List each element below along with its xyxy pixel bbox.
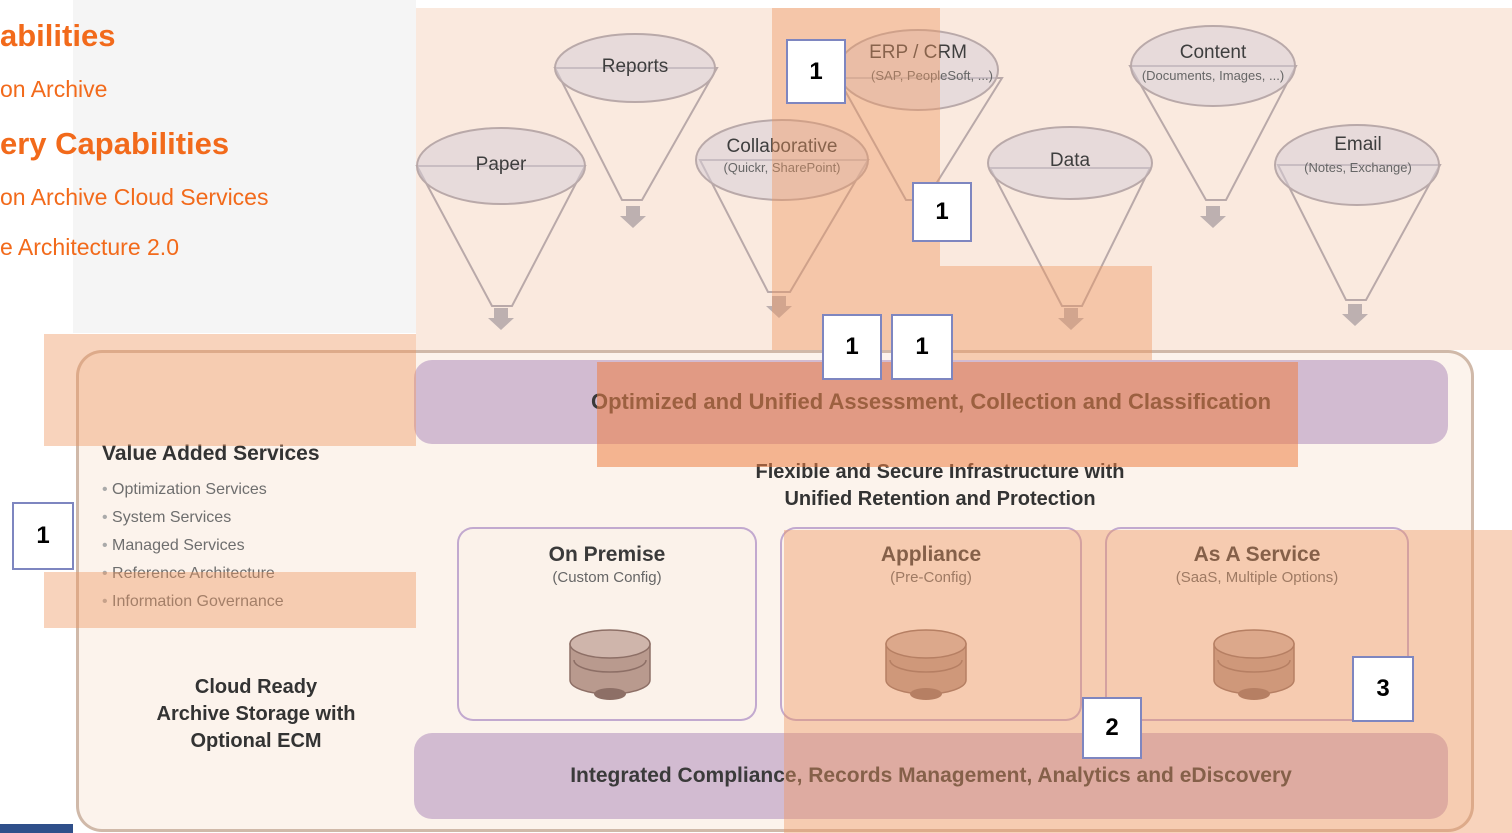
cloud-ready-line-1: Cloud Ready [194, 676, 318, 698]
list-item: Optimization Services [102, 476, 284, 504]
deployment-subtitle: (Pre-Config) [890, 569, 972, 586]
left-panel [73, 0, 416, 333]
deployment-title: As A Service [1193, 543, 1321, 566]
source-data: Data [1049, 150, 1091, 171]
cloud-ready-label: Cloud Ready Archive Storage with Optiona… [96, 674, 416, 755]
infrastructure-title: Flexible and Secure Infrastructure with … [560, 459, 1320, 513]
source-erp-crm: ERP / CRM [869, 42, 967, 63]
database-icon [569, 629, 651, 700]
deployment-title: On Premise [548, 543, 666, 566]
menu-item-capabilities[interactable]: abilities [0, 18, 116, 53]
source-erp-crm-sub: (SAP, PeopleSoft, ...) [871, 68, 993, 83]
deployment-subtitle: (SaaS, Multiple Options) [1175, 569, 1339, 586]
deployment-title: Appliance [880, 543, 982, 566]
menu-item-architecture[interactable]: e Architecture 2.0 [0, 234, 179, 260]
source-content: Content [1179, 42, 1247, 63]
source-email-sub: (Notes, Exchange) [1304, 160, 1412, 175]
infrastructure-line-2: Unified Retention and Protection [784, 488, 1096, 510]
value-added-title: Value Added Services [102, 442, 320, 465]
source-collaborative-sub: (Quickr, SharePoint) [723, 160, 841, 175]
database-icon [1213, 629, 1295, 700]
marker-badge[interactable]: 2 [1082, 697, 1142, 759]
marker-badge[interactable]: 3 [1352, 656, 1414, 722]
source-content-sub: (Documents, Images, ...) [1141, 68, 1285, 83]
menu-item-archive[interactable]: on Archive [0, 76, 108, 102]
highlight-region [44, 334, 416, 446]
source-email: Email [1334, 134, 1382, 155]
list-item: Managed Services [102, 532, 284, 560]
list-item: Reference Architecture [102, 560, 284, 588]
list-item: System Services [102, 504, 284, 532]
source-paper: Paper [475, 154, 527, 175]
database-icon [885, 629, 967, 700]
source-collaborative: Collaborative [726, 136, 838, 157]
deployment-subtitle: (Custom Config) [552, 569, 662, 586]
compliance-band: Integrated Compliance, Records Managemen… [414, 733, 1448, 819]
bottom-strip [0, 824, 73, 833]
marker-badge[interactable]: 1 [12, 502, 74, 570]
marker-badge[interactable]: 1 [786, 39, 846, 104]
cloud-ready-line-2: Archive Storage with [156, 703, 356, 725]
marker-badge[interactable]: 1 [822, 314, 882, 380]
cloud-ready-line-3: Optional ECM [190, 730, 322, 752]
highlight-region [940, 266, 1152, 360]
menu-item-cloud-services[interactable]: on Archive Cloud Services [0, 184, 269, 210]
source-funnels [415, 25, 1442, 330]
menu-item-discovery-capabilities[interactable]: ery Capabilities [0, 126, 230, 161]
highlight-region [44, 572, 416, 628]
marker-badge[interactable]: 1 [912, 182, 972, 242]
value-added-list: Optimization Services System Services Ma… [102, 476, 284, 616]
list-item: Information Governance [102, 588, 284, 616]
source-reports: Reports [601, 56, 669, 77]
marker-badge[interactable]: 1 [891, 314, 953, 380]
